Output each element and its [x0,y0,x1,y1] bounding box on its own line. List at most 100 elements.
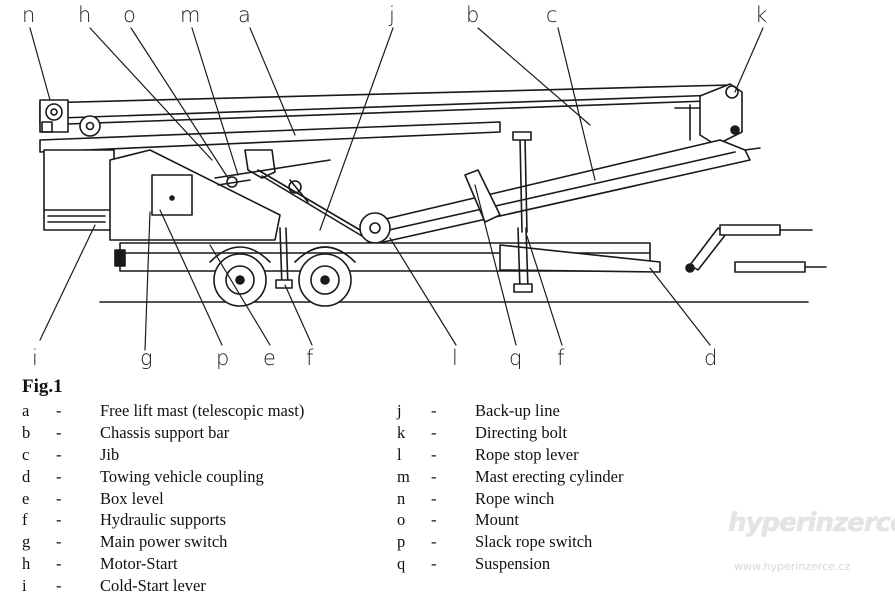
back-up-line-rod [257,169,361,231]
legend-text: Rope winch [475,488,555,508]
callout-h: h [78,3,92,27]
legend-key: i [22,576,27,596]
legend-key: b [22,422,31,442]
legend-key: p [397,532,406,552]
callout-j: j [389,3,395,27]
legend-dash: - [56,554,62,574]
legend-key: d [22,466,31,486]
legend-key: h [22,554,31,574]
watermark-brand: hyperinzerce [728,508,895,538]
legend-item: q-Suspension [397,554,727,576]
callout-n: n [22,3,36,27]
legend-key: o [397,510,406,530]
legend-text: Hydraulic supports [100,510,227,530]
legend-text: Slack rope switch [475,532,593,552]
legend-dash: - [431,422,437,442]
winch-pulley [79,115,101,137]
legend-item: d - Towing vehicle coupling [22,467,382,489]
legend-key: e [22,488,30,508]
legend-text: Directing bolt [475,422,568,442]
legend-dash: - [56,488,62,508]
watermark-url: www.hyperinzerce.cz [734,560,851,573]
rope-stop-drum [359,212,391,244]
legend-item: o-Mount [397,510,727,532]
callout-c: c [546,3,558,27]
legend-left: a - Free lift mast (telescopic mast) b - Chas… [22,401,382,598]
legend-item: p-Slack rope switch [397,532,727,554]
callout-g: g [140,346,153,370]
legend-dash: - [431,466,437,486]
legend-key: j [397,401,402,420]
legend-item: g-Main power switch [22,532,382,554]
legend-key: k [397,422,406,442]
legend-text: Towing vehicle coupling [100,466,264,486]
main-power-switch-box [151,174,193,216]
callout-f-rear: f [557,346,565,370]
figure-title: Fig.1 [22,376,63,397]
mast-lower-section [39,121,501,153]
legend-item: h - Motor-Start [22,554,382,576]
towing-coupling-spare [734,261,806,273]
legend-text: Rope stop lever [475,444,579,464]
callout-o: o [123,3,136,27]
free-lift-mast [39,84,736,126]
legend-text: Cold-Start lever [100,576,206,596]
callout-e: e [263,346,276,370]
callout-d: d [704,346,718,370]
callout-b: b [466,3,480,27]
legend-text: Mount [475,510,520,530]
hydraulic-support-front [279,227,283,289]
legend-key: f [22,510,28,530]
legend-item: k - Directing bolt [397,423,727,445]
crane-diagram [29,27,827,351]
legend-dash: - [56,466,62,486]
legend-key: c [22,444,30,464]
legend-item: a - Free lift mast (telescopic mast) [22,401,382,423]
callout-l: l [452,346,458,370]
legend-text: Mast erecting cylinder [475,466,624,486]
legend-key: l [397,444,402,464]
legend-item: n - Rope winch [397,489,727,511]
legend-text: Free lift mast (telescopic mast) [100,401,305,420]
tow-bar [499,244,661,273]
legend-item: e - Box level [22,489,382,511]
legend-text: Main power switch [100,532,228,552]
legend-text: Box level [100,488,164,508]
legend-key: n [397,488,406,508]
legend-dash: - [431,488,437,508]
legend-key: m [397,466,410,486]
rope-winch [39,99,69,133]
callout-m: m [180,3,201,27]
callout-f-front: f [306,346,314,370]
legend-item: l - Rope stop lever [397,445,727,467]
callout-k: k [755,3,768,27]
mount-bracket [244,149,276,179]
legend-dash: - [56,576,62,596]
machine-body [43,149,115,231]
legend-key: g [22,532,31,552]
callout-a: a [238,3,251,27]
legend-key: q [397,554,406,574]
legend-key: a [22,401,30,420]
legend-text: Motor-Start [100,554,178,574]
callout-q: q [509,346,523,370]
legend-item: f-Hydraulic supports [22,510,382,532]
legend-item: j-Back-up line [397,401,727,423]
legend-text: Back-up line [475,401,560,420]
mast-head [699,83,743,146]
hydraulic-support-rear [517,227,521,291]
legend-dash: - [431,444,437,464]
mast-erecting-cylinder [214,159,331,179]
legend-dash: - [56,422,62,442]
suspension-post [519,137,523,233]
legend-text: Suspension [475,554,551,574]
legend-dash: - [56,444,62,464]
callout-p: p [216,346,230,370]
legend-dash: - [56,401,62,420]
legend-item: i - Cold-Start lever [22,576,382,598]
legend-text: Chassis support bar [100,422,230,442]
legend-item: m - Mast erecting cylinder [397,467,727,489]
frame-trapezoid [109,149,281,241]
legend-item: b - Chassis support bar [22,423,382,445]
